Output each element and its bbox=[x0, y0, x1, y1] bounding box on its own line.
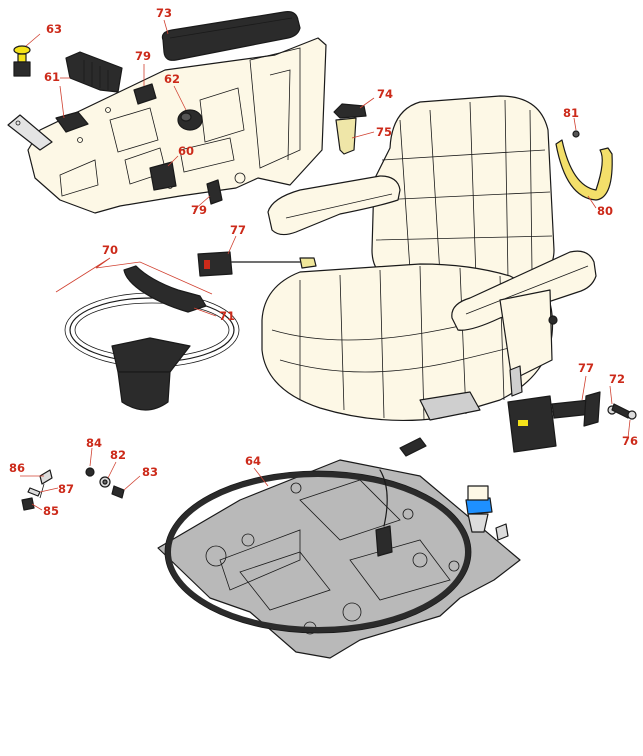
callout-87: 87 bbox=[58, 482, 74, 496]
right-armrest bbox=[451, 250, 597, 331]
callout-83: 83 bbox=[142, 465, 158, 479]
seat-assembly bbox=[261, 95, 597, 457]
callout-79-lower: 79 bbox=[191, 203, 207, 217]
steering-cap bbox=[123, 265, 207, 313]
callout-86: 86 bbox=[9, 461, 25, 475]
ignition-key bbox=[13, 45, 31, 77]
switch-60 bbox=[149, 161, 177, 191]
steering-wheel bbox=[64, 292, 240, 411]
switch-79-lower bbox=[206, 179, 223, 205]
seat-belt-buckle-lower bbox=[507, 391, 601, 453]
callout-63: 63 bbox=[46, 22, 62, 36]
fasteners-72-76 bbox=[607, 403, 637, 420]
callout-73: 73 bbox=[156, 6, 172, 20]
callout-77-lower: 77 bbox=[578, 361, 594, 375]
base-plate bbox=[157, 459, 521, 659]
callout-79-upper: 79 bbox=[135, 49, 151, 63]
callout-75: 75 bbox=[376, 125, 392, 139]
bracket-74-75 bbox=[333, 103, 367, 155]
callout-72: 72 bbox=[609, 372, 625, 386]
callout-82: 82 bbox=[110, 448, 126, 462]
leader-lines bbox=[20, 19, 631, 511]
callout-85: 85 bbox=[43, 504, 59, 518]
seat-belt-buckle-upper bbox=[197, 251, 317, 277]
callout-80: 80 bbox=[597, 204, 613, 218]
panel-bracket bbox=[7, 114, 53, 151]
wire-harness bbox=[165, 471, 471, 633]
callout-70: 70 bbox=[102, 243, 118, 257]
callout-77-upper: 77 bbox=[230, 223, 246, 237]
callouts: 63 73 79 62 61 60 79 74 75 81 80 77 70 7… bbox=[9, 6, 638, 518]
switch-79-upper bbox=[133, 83, 157, 105]
callout-62: 62 bbox=[164, 72, 180, 86]
throttle-knob bbox=[177, 109, 203, 131]
callout-81: 81 bbox=[563, 106, 579, 120]
callout-76: 76 bbox=[622, 434, 638, 448]
callout-71: 71 bbox=[219, 309, 235, 323]
dash-panel bbox=[27, 37, 327, 214]
callout-61: 61 bbox=[44, 70, 60, 84]
left-armrest bbox=[267, 175, 401, 236]
dash-panel-assembly bbox=[7, 37, 327, 214]
callout-60: 60 bbox=[178, 144, 194, 158]
callout-74: 74 bbox=[377, 87, 393, 101]
callout-84: 84 bbox=[86, 436, 102, 450]
armrest-pad bbox=[161, 11, 301, 61]
base-plate-assembly bbox=[157, 459, 521, 659]
callout-64: 64 bbox=[245, 454, 261, 468]
hardware-group bbox=[21, 467, 125, 511]
seat-strap bbox=[555, 130, 613, 201]
